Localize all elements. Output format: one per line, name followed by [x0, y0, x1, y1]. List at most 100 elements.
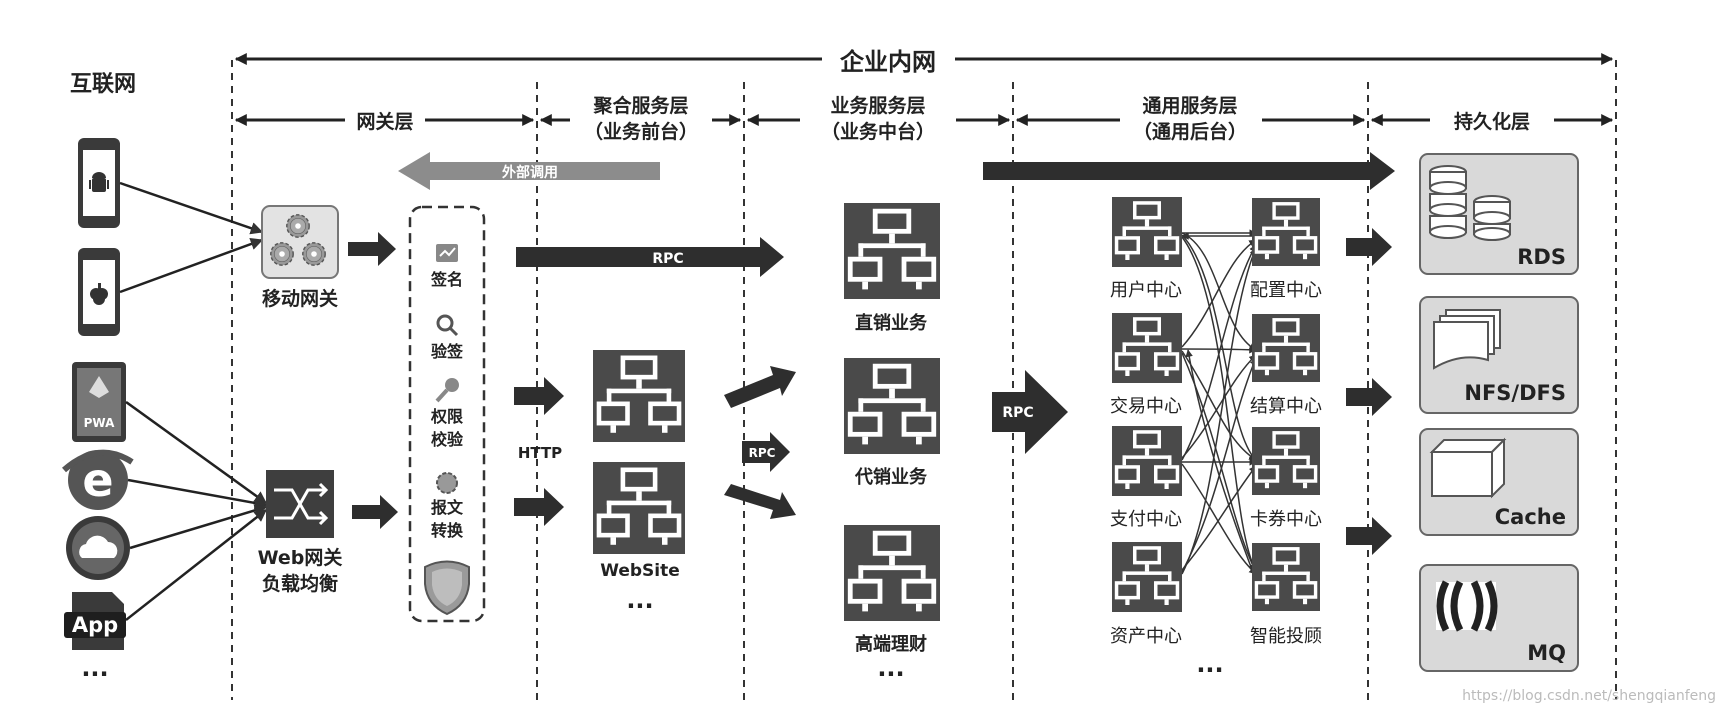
cache-card: Cache [1419, 428, 1579, 536]
layer-gateway-title: 网关层 [356, 110, 413, 133]
website-server-1 [593, 350, 685, 442]
shield-icon [424, 560, 470, 616]
layer-common-title: 通用服务层 [1142, 94, 1237, 117]
pwa-device: PWA [72, 362, 126, 442]
apple-icon [90, 283, 108, 305]
http-arrow-2 [514, 488, 564, 526]
layer-persistence-title: 持久化层 [1454, 110, 1530, 133]
http-arrow-1 [514, 377, 564, 415]
common-asset: 资产中心 [1110, 626, 1182, 647]
box-icon [1429, 437, 1507, 499]
queue-icon [1436, 580, 1498, 632]
filter-permission-1: 权限 [430, 407, 464, 426]
common-server-payment [1112, 426, 1182, 496]
common-advisor: 智能投顾 [1250, 626, 1322, 647]
enterprise-label: 企业内网 [840, 48, 936, 76]
external-call-arrow: 外部调用 [398, 152, 660, 190]
rds-label: RDS [1517, 245, 1566, 269]
iphone [78, 248, 120, 336]
filter-transform-1: 报文 [431, 498, 464, 517]
client-links [119, 181, 268, 621]
layer-aggregation-subtitle: （业务前台） [584, 120, 698, 143]
cloud-app-icon [66, 516, 130, 580]
gear-icon [286, 214, 310, 238]
documents-icon [1433, 309, 1501, 370]
gateway-to-filter-arrow-2 [352, 495, 398, 529]
website-label: WebSite [600, 561, 680, 581]
rpc-label-mid: RPC [749, 446, 776, 460]
web-gateway-label-1: Web网关 [258, 546, 343, 569]
ie-browser-icon: e [62, 449, 134, 510]
android-phone [78, 138, 120, 228]
mobile-gateway-label: 移动网关 [262, 287, 338, 310]
to-cache-arrow [1346, 517, 1392, 555]
rds-card: RDS [1419, 153, 1579, 275]
mobile-gateway [261, 205, 339, 279]
website-server-2 [593, 462, 685, 554]
common-server-settlement [1252, 314, 1320, 382]
magnifier-icon [436, 314, 459, 337]
watermark: https://blog.csdn.net/shengqianfeng [1462, 688, 1716, 704]
aggregation-more: ... [626, 586, 653, 614]
gear-icon [270, 242, 294, 266]
nfs-card: NFS/DFS [1419, 296, 1579, 414]
common-user: 用户中心 [1110, 280, 1182, 301]
rpc-arrow-mid [742, 432, 790, 472]
filter-verify: 验签 [431, 342, 464, 361]
filter-permission-2: 校验 [431, 430, 464, 449]
rpc-arrow-common [992, 370, 1068, 454]
rpc-arrow-top [516, 237, 784, 277]
clients-more: ... [81, 654, 108, 682]
layer-common-subtitle: （通用后台） [1133, 120, 1247, 143]
rpc-label-common: RPC [1002, 405, 1033, 421]
top-long-arrow [983, 152, 1395, 190]
web-gateway [266, 470, 334, 538]
common-server-advisor [1252, 543, 1320, 611]
common-server-config [1252, 198, 1320, 266]
nfs-label: NFS/DFS [1464, 381, 1566, 405]
web-gateway-label-2: 负载均衡 [262, 572, 338, 595]
to-rds-arrow [1346, 228, 1392, 266]
business-direct: 直销业务 [855, 312, 928, 334]
common-payment: 支付中心 [1110, 509, 1182, 530]
filter-chain-box [408, 205, 486, 623]
database-icon [1429, 165, 1511, 241]
agg-to-business-arrow-down [724, 484, 796, 519]
agg-to-business-arrow-up [724, 366, 796, 408]
mq-label: MQ [1527, 641, 1566, 665]
transform-icon [436, 472, 458, 494]
mq-card: MQ [1419, 564, 1579, 672]
rpc-label-top: RPC [652, 251, 683, 267]
business-server-2 [844, 358, 940, 454]
svg-text:e: e [82, 453, 113, 507]
common-server-asset [1112, 542, 1182, 612]
layer-aggregation-title: 聚合服务层 [592, 94, 688, 117]
business-more: ... [877, 654, 904, 682]
shuffle-icon [274, 482, 329, 526]
cache-label: Cache [1495, 505, 1566, 529]
common-service-links [1181, 229, 1257, 581]
filter-sign: 签名 [430, 270, 463, 289]
business-server-1 [844, 203, 940, 299]
internet-label: 互联网 [70, 72, 136, 97]
gear-icon [302, 242, 326, 266]
http-label: HTTP [518, 444, 562, 462]
common-settlement: 结算中心 [1250, 396, 1322, 417]
android-icon [89, 172, 109, 192]
gateway-to-filter-arrow-1 [348, 232, 396, 266]
common-server-coupon [1252, 427, 1320, 495]
to-nfs-arrow [1346, 378, 1392, 416]
pwa-label: PWA [84, 416, 115, 430]
key-icon [435, 378, 459, 403]
common-server-trade [1112, 313, 1182, 383]
filter-transform-2: 转换 [431, 521, 464, 540]
rocket-icon [89, 376, 109, 398]
app-label: App [72, 613, 118, 637]
common-config: 配置中心 [1250, 280, 1322, 301]
common-trade: 交易中心 [1110, 396, 1182, 417]
common-server-user [1112, 197, 1182, 267]
layer-business-title: 业务服务层 [830, 94, 925, 117]
app-file-icon: App [64, 592, 126, 650]
layer-business-subtitle: （业务中台） [821, 120, 935, 143]
business-server-3 [844, 525, 940, 621]
